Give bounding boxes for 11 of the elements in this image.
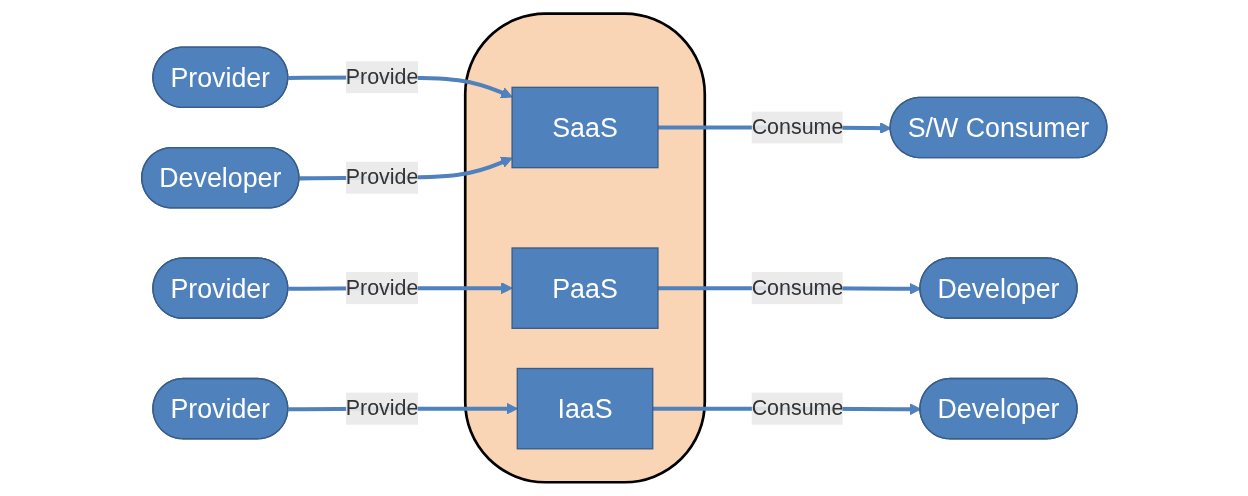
edge-label: Consume xyxy=(751,276,844,299)
edge-label: Provide xyxy=(345,396,419,420)
edge-label: Provide xyxy=(345,65,419,89)
node-box: SaaS xyxy=(511,86,659,169)
edge-label: Consume xyxy=(751,396,844,420)
node-box: IaaS xyxy=(516,367,654,450)
edge-label: Consume xyxy=(751,115,844,139)
edge-label: Provide xyxy=(345,165,419,189)
edge-label: Provide xyxy=(345,276,419,299)
cluster xyxy=(463,12,706,484)
node-box: PaaS xyxy=(511,247,659,329)
